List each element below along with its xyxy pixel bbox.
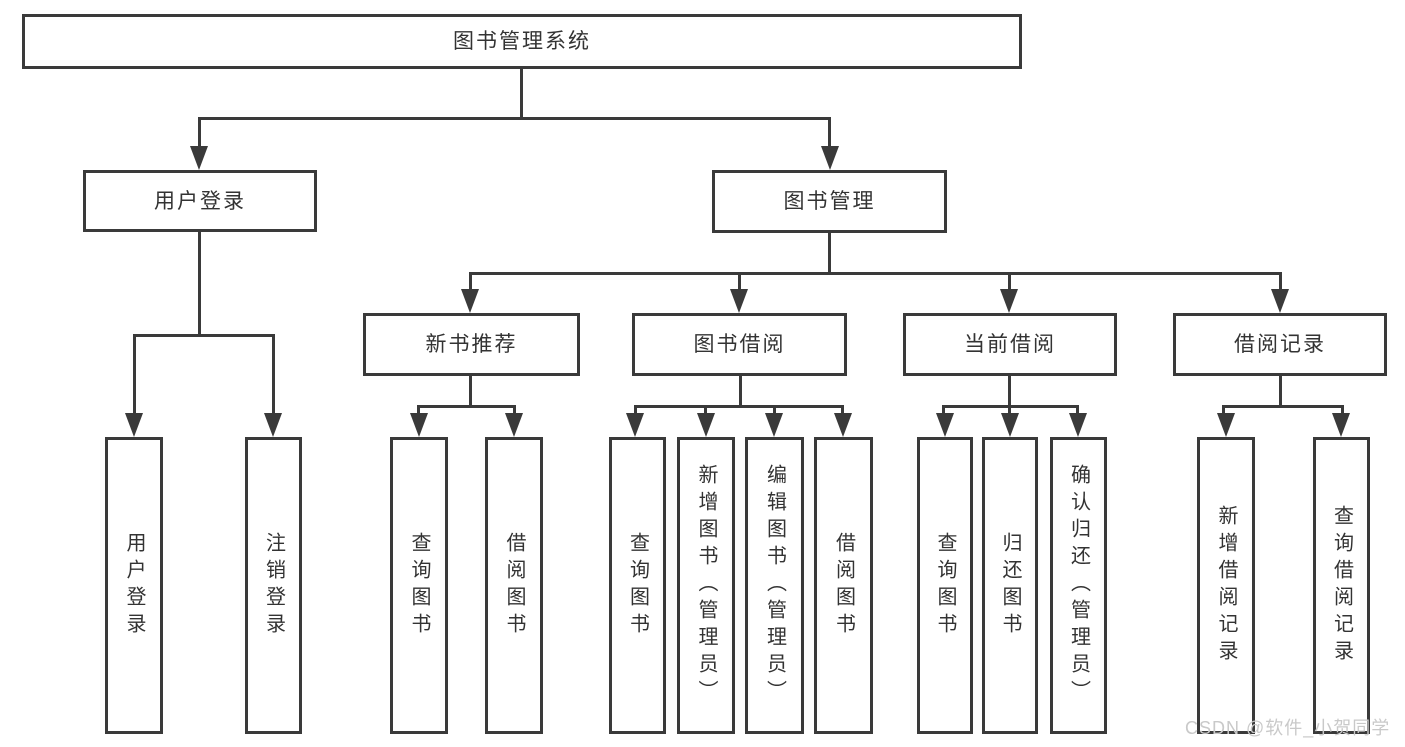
leaf-confirm-return-admin-label: 确认归还（管理员） bbox=[1067, 464, 1090, 707]
arrow-down-icon bbox=[730, 289, 748, 313]
arrow-down-icon bbox=[125, 413, 143, 437]
leaf-query-book-recommend-label: 查询图书 bbox=[408, 531, 430, 640]
node-current-borrow: 当前借阅 bbox=[903, 313, 1117, 376]
edge-drop-leaf bbox=[942, 405, 945, 414]
edge-book-borrow-rail bbox=[634, 405, 844, 408]
leaf-logout-label: 注销登录 bbox=[262, 531, 285, 640]
arrow-down-icon bbox=[765, 413, 783, 437]
arrow-down-icon bbox=[936, 413, 954, 437]
edge-drop-leaf bbox=[773, 405, 776, 414]
leaf-query-book-borrow: 查询图书 bbox=[609, 437, 666, 734]
edge-drop-new-book bbox=[469, 272, 472, 290]
node-current-borrow-label: 当前借阅 bbox=[964, 333, 1056, 356]
arrow-down-icon bbox=[1001, 413, 1019, 437]
leaf-add-book-admin: 新增图书（管理员） bbox=[677, 437, 735, 734]
leaf-user-login: 用户登录 bbox=[105, 437, 163, 734]
node-book-borrow-label: 图书借阅 bbox=[693, 333, 786, 356]
leaf-confirm-return-admin: 确认归还（管理员） bbox=[1050, 437, 1107, 734]
leaf-return-book-label: 归还图书 bbox=[999, 531, 1021, 640]
leaf-edit-book-admin-label: 编辑图书（管理员） bbox=[763, 464, 786, 707]
node-root: 图书管理系统 bbox=[22, 14, 1022, 69]
leaf-query-borrow-record: 查询借阅记录 bbox=[1313, 437, 1370, 734]
edge-drop-user-login bbox=[198, 117, 201, 147]
edge-drop-record bbox=[1279, 272, 1282, 290]
node-book-management-label: 图书管理 bbox=[783, 190, 876, 213]
edge-borrow-record-stem bbox=[1279, 376, 1282, 408]
edge-drop-borrow bbox=[738, 272, 741, 290]
arrow-down-icon bbox=[697, 413, 715, 437]
edge-drop-leaf bbox=[634, 405, 637, 414]
edge-root-rail bbox=[198, 117, 831, 120]
leaf-query-book-current-label: 查询图书 bbox=[934, 531, 956, 640]
edge-book-borrow-stem bbox=[739, 376, 742, 408]
node-new-book-recommend: 新书推荐 bbox=[363, 313, 580, 376]
arrow-down-icon bbox=[834, 413, 852, 437]
leaf-add-borrow-record: 新增借阅记录 bbox=[1197, 437, 1255, 734]
leaf-borrow-book-recommend: 借阅图书 bbox=[485, 437, 543, 734]
node-borrow-record: 借阅记录 bbox=[1173, 313, 1387, 376]
node-book-borrow: 图书借阅 bbox=[632, 313, 847, 376]
leaf-add-book-admin-label: 新增图书（管理员） bbox=[695, 464, 717, 707]
arrow-down-icon bbox=[505, 413, 523, 437]
leaf-user-login-label: 用户登录 bbox=[123, 531, 145, 640]
arrow-down-icon bbox=[1271, 289, 1289, 313]
leaf-borrow-book-label: 借阅图书 bbox=[832, 531, 855, 640]
leaf-query-book-borrow-label: 查询图书 bbox=[626, 531, 649, 640]
arrow-down-icon bbox=[1332, 413, 1350, 437]
edge-drop-leaf bbox=[417, 405, 420, 414]
edge-book-mgmt-stem bbox=[828, 233, 831, 275]
edge-drop-leaf bbox=[704, 405, 707, 414]
edge-drop-leaf bbox=[1222, 405, 1225, 414]
edge-drop-leaf bbox=[841, 405, 844, 414]
edge-user-login-rail bbox=[133, 334, 275, 337]
edge-drop-leaf bbox=[1341, 405, 1344, 414]
leaf-query-borrow-record-label: 查询借阅记录 bbox=[1330, 504, 1353, 667]
node-user-login-label: 用户登录 bbox=[154, 189, 246, 213]
node-root-label: 图书管理系统 bbox=[453, 30, 591, 53]
edge-drop-book-mgmt bbox=[828, 117, 831, 147]
leaf-query-book-current: 查询图书 bbox=[917, 437, 973, 734]
edge-user-login-stem bbox=[198, 232, 201, 337]
arrow-down-icon bbox=[1000, 289, 1018, 313]
arrow-down-icon bbox=[264, 413, 282, 437]
arrow-down-icon bbox=[461, 289, 479, 313]
node-user-login: 用户登录 bbox=[83, 170, 317, 232]
edge-drop-current bbox=[1008, 272, 1011, 290]
node-borrow-record-label: 借阅记录 bbox=[1234, 333, 1326, 356]
leaf-borrow-book-recommend-label: 借阅图书 bbox=[503, 531, 525, 640]
node-new-book-recommend-label: 新书推荐 bbox=[425, 333, 518, 356]
leaf-logout: 注销登录 bbox=[245, 437, 302, 734]
arrow-down-icon bbox=[1217, 413, 1235, 437]
arrow-down-icon bbox=[1069, 413, 1087, 437]
arrow-down-icon bbox=[410, 413, 428, 437]
edge-new-book-rail bbox=[417, 405, 516, 408]
edge-drop-leaf bbox=[272, 334, 275, 414]
edge-drop-leaf bbox=[1076, 405, 1079, 414]
arrow-down-icon bbox=[626, 413, 644, 437]
edge-current-borrow-stem bbox=[1008, 376, 1011, 408]
leaf-query-book-recommend: 查询图书 bbox=[390, 437, 448, 734]
edge-root-stem bbox=[520, 69, 523, 119]
edge-borrow-record-rail bbox=[1222, 405, 1344, 408]
csdn-watermark: CSDN @软件_小贺同学 bbox=[1185, 718, 1391, 738]
leaf-borrow-book: 借阅图书 bbox=[814, 437, 873, 734]
arrow-down-icon bbox=[821, 146, 839, 170]
leaf-return-book: 归还图书 bbox=[982, 437, 1038, 734]
node-book-management: 图书管理 bbox=[712, 170, 947, 233]
arrow-down-icon bbox=[190, 146, 208, 170]
edge-drop-leaf bbox=[133, 334, 136, 414]
leaf-add-borrow-record-label: 新增借阅记录 bbox=[1215, 504, 1237, 667]
edge-drop-leaf bbox=[1008, 405, 1011, 414]
leaf-edit-book-admin: 编辑图书（管理员） bbox=[745, 437, 804, 734]
edge-new-book-stem bbox=[469, 376, 472, 408]
edge-drop-leaf bbox=[513, 405, 516, 414]
edge-book-mgmt-rail bbox=[469, 272, 1282, 275]
